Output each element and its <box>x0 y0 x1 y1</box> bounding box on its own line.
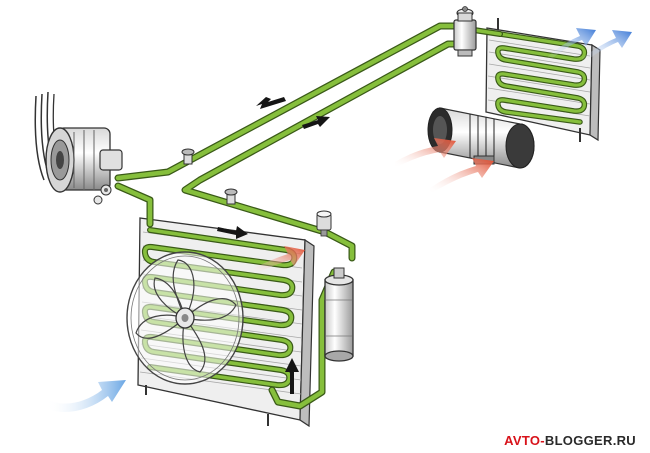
flow-direction-arrow-icon <box>217 226 248 239</box>
receiver-dryer-icon <box>324 267 354 362</box>
fan-icon <box>126 251 244 385</box>
refrigerant-lines <box>114 22 503 410</box>
service-port-icon <box>181 148 238 205</box>
cool-air-arrow-icon <box>582 30 632 64</box>
warm-air-arrow-icon <box>430 158 494 194</box>
intake-air-arrow-icon <box>46 380 126 412</box>
evaporator-icon <box>485 18 601 142</box>
flow-direction-arrow-icon <box>256 97 286 109</box>
site-watermark: AVTO-BLOGGER.RU <box>504 433 636 448</box>
flow-direction-arrow-icon <box>302 116 330 129</box>
compressor-icon <box>34 91 123 205</box>
watermark-suffix: BLOGGER.RU <box>544 433 636 448</box>
warm-air-arrow-icon <box>250 246 305 276</box>
cool-air-arrow-icon <box>548 28 596 62</box>
watermark-prefix: AVTO- <box>504 433 545 448</box>
expansion-valve-icon <box>453 6 477 57</box>
warm-air-arrow-icon <box>395 138 456 168</box>
pressure-switch-icon <box>316 210 332 237</box>
flow-direction-arrow-icon <box>285 358 299 394</box>
